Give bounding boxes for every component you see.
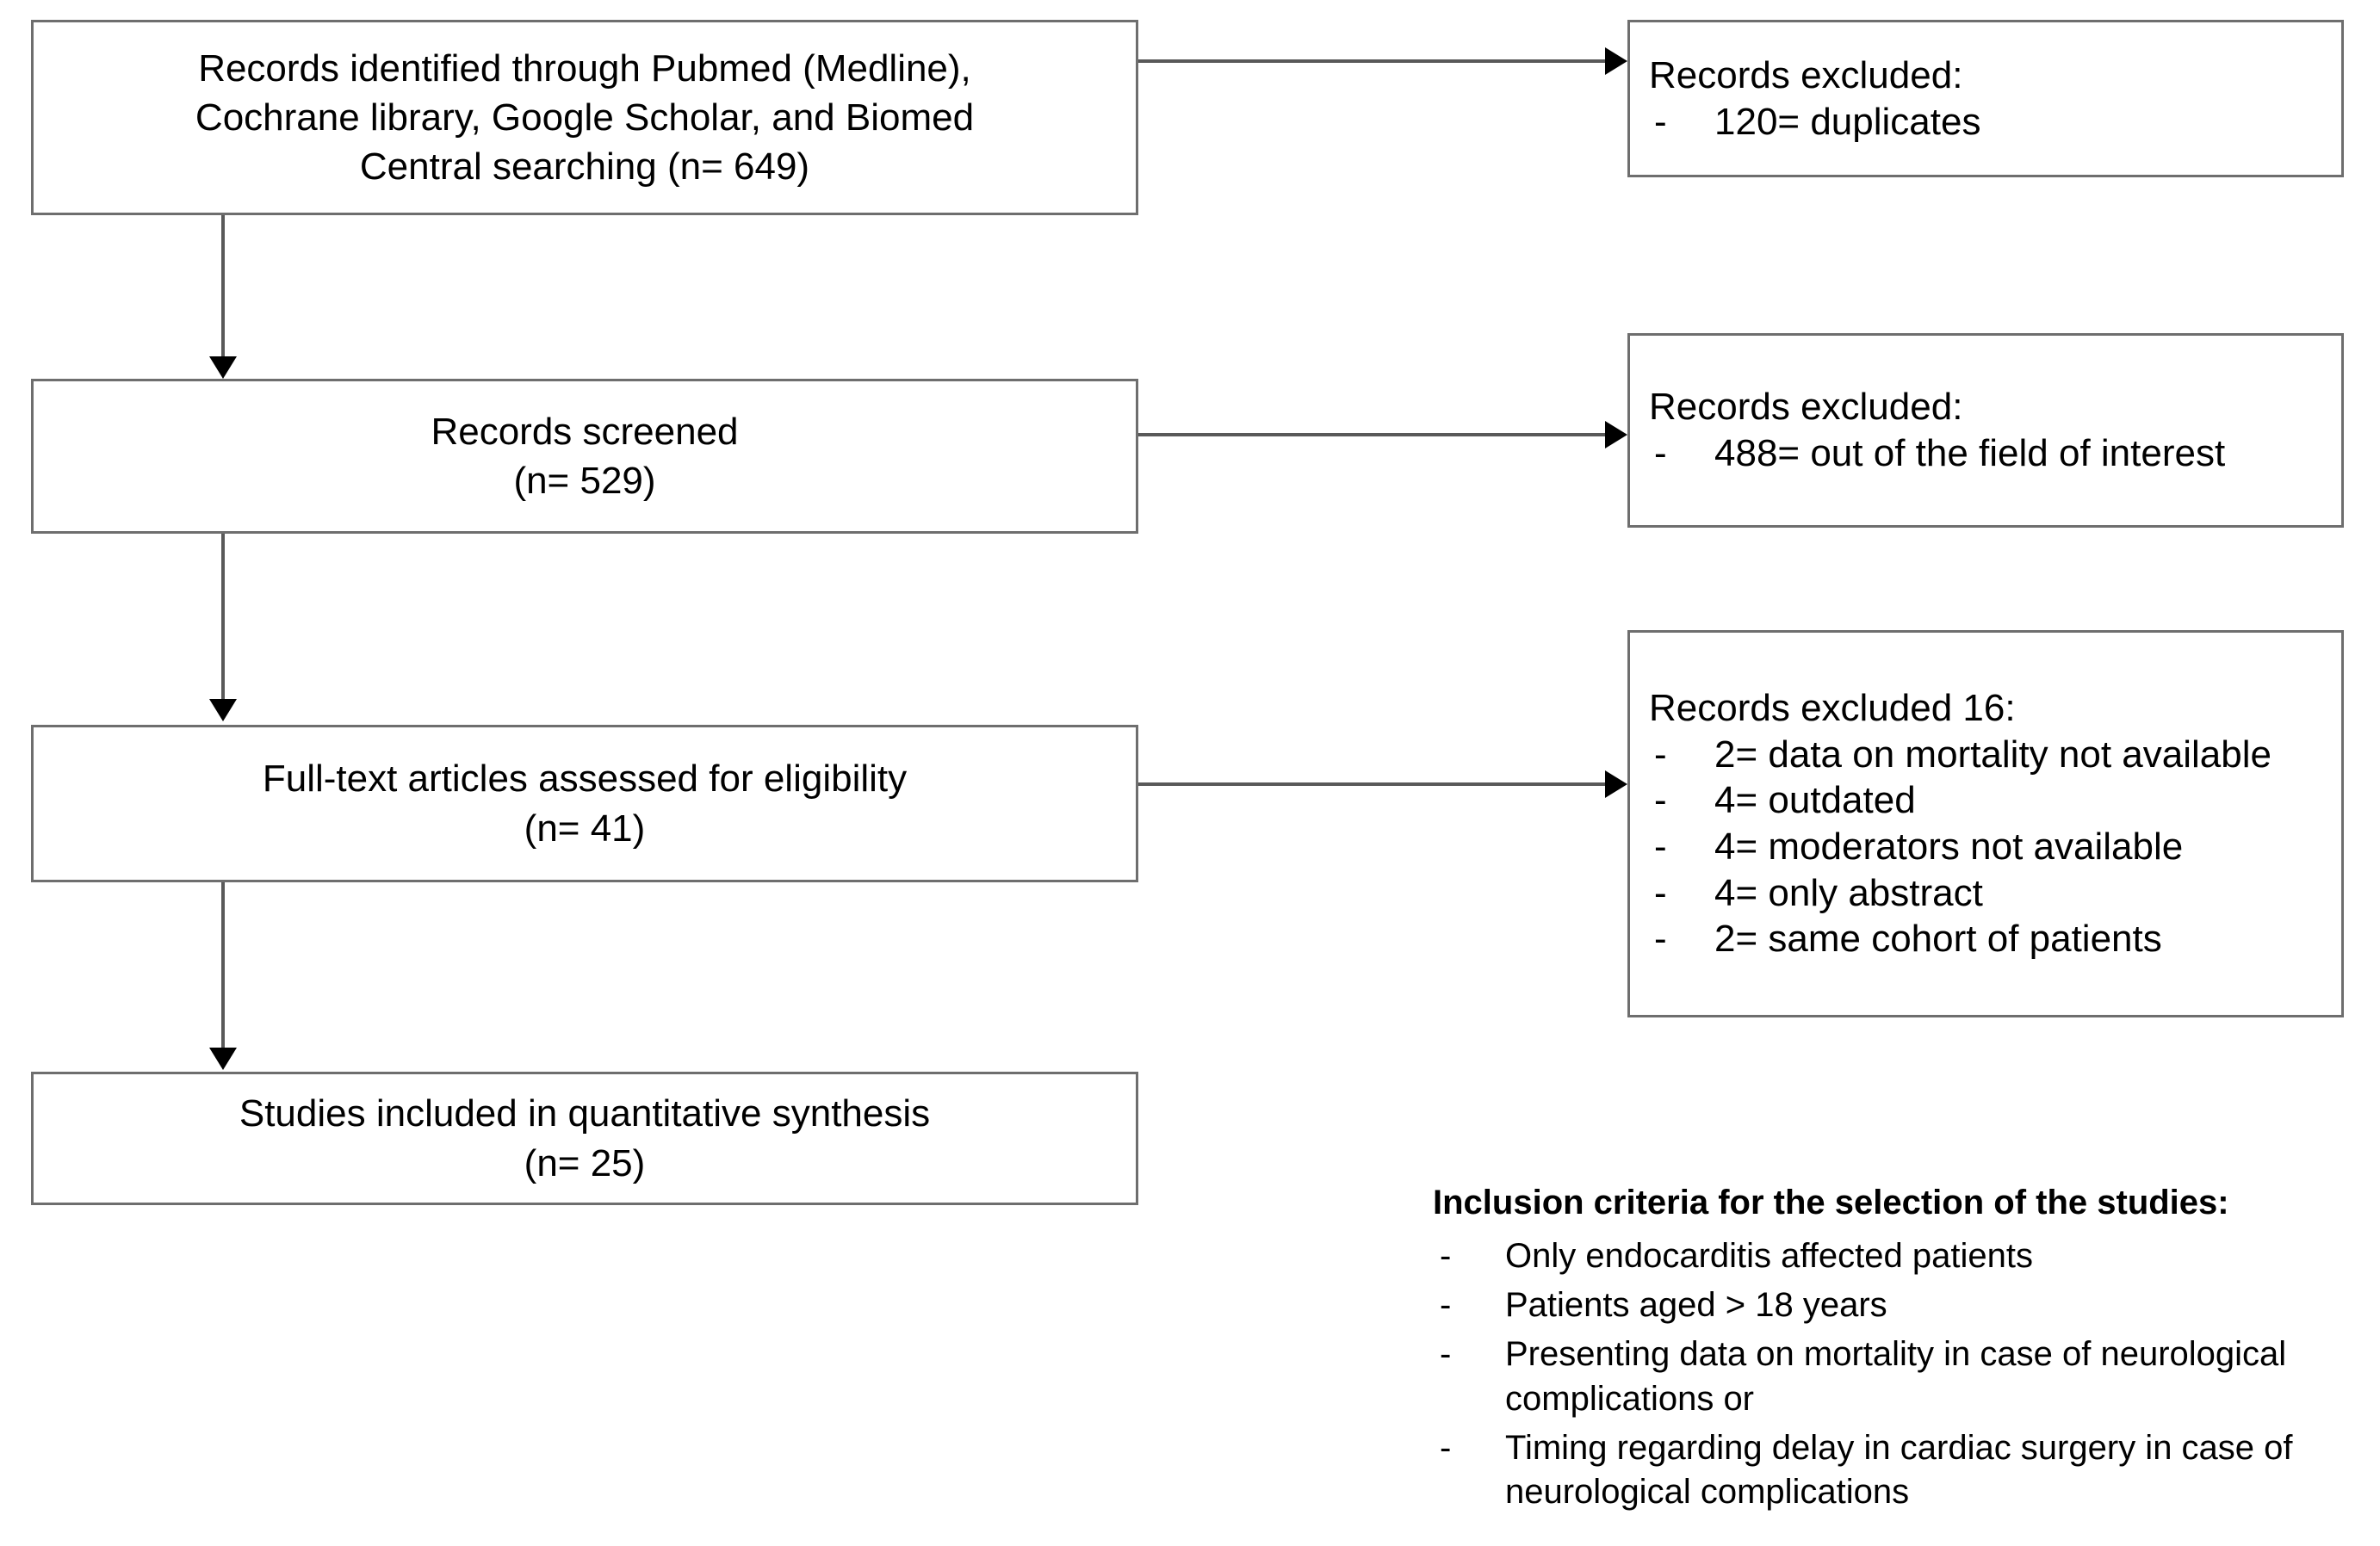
- inclusion-criteria-item-text: Timing regarding delay in cardiac surger…: [1505, 1428, 2293, 1511]
- arrow-down-icon-screened-to-eligibility: [209, 699, 237, 721]
- bullet-dash-icon: -: [1440, 1237, 1452, 1275]
- flow-box-eligibility-text: Full-text articles assessed for eligibil…: [262, 758, 908, 850]
- exclusion-box-out-of-field: Records excluded: - 488= out of the fiel…: [1627, 333, 2344, 528]
- bullet-dash-icon: -: [1654, 779, 1667, 822]
- connector-screened-to-eligibility: [221, 534, 225, 702]
- exclusion-out-of-field-title: Records excluded:: [1649, 386, 1963, 429]
- exclusion-list-item-text: 4= moderators not available: [1714, 826, 2184, 868]
- flow-box-screened: Records screened (n= 529): [31, 379, 1138, 534]
- inclusion-criteria-item: - Timing regarding delay in cardiac surg…: [1433, 1426, 2371, 1514]
- bullet-dash-icon: -: [1440, 1286, 1452, 1325]
- bullet-dash-icon: -: [1654, 100, 1667, 143]
- exclusion-list-item: - 4= moderators not available: [1649, 824, 2329, 870]
- connector-eligibility-to-fulltext-excluded: [1138, 782, 1607, 786]
- exclusion-list-item-text: 4= only abstract: [1714, 871, 1983, 914]
- exclusion-fulltext-title: Records excluded 16:: [1649, 686, 2016, 729]
- bullet-dash-icon: -: [1440, 1335, 1452, 1374]
- exclusion-list-item: - 488= out of the field of interest: [1649, 430, 2329, 477]
- exclusion-duplicates-title: Records excluded:: [1649, 53, 1963, 96]
- exclusion-duplicates-list: - 120= duplicates: [1649, 99, 2329, 145]
- exclusion-list-item: - 4= outdated: [1649, 777, 2329, 824]
- inclusion-criteria-heading: Inclusion criteria for the selection of …: [1433, 1184, 2229, 1221]
- flow-box-identification-text: Records identified through Pubmed (Medli…: [195, 46, 975, 189]
- arrow-down-icon-eligibility-to-included: [209, 1048, 237, 1070]
- bullet-dash-icon: -: [1654, 871, 1667, 914]
- inclusion-criteria-item-text: Only endocarditis affected patients: [1505, 1237, 2033, 1275]
- arrow-right-icon-screened-to-out-of-field: [1605, 421, 1627, 448]
- exclusion-list-item: - 2= data on mortality not available: [1649, 732, 2329, 778]
- flow-box-included: Studies included in quantitative synthes…: [31, 1072, 1138, 1205]
- exclusion-list-item-text: 2= same cohort of patients: [1714, 918, 2162, 961]
- exclusion-list-item: - 120= duplicates: [1649, 99, 2329, 145]
- inclusion-criteria-list: - Only endocarditis affected patients - …: [1433, 1234, 2371, 1514]
- flow-box-eligibility: Full-text articles assessed for eligibil…: [31, 725, 1138, 882]
- exclusion-list-item: - 4= only abstract: [1649, 870, 2329, 917]
- flow-box-included-text: Studies included in quantitative synthes…: [239, 1092, 931, 1184]
- exclusion-list-item-text: 120= duplicates: [1714, 100, 1981, 143]
- inclusion-criteria-item: - Patients aged > 18 years: [1433, 1283, 2371, 1327]
- bullet-dash-icon: -: [1654, 918, 1667, 961]
- connector-eligibility-to-included: [221, 882, 225, 1051]
- arrow-down-icon-identification-to-screened: [209, 356, 237, 379]
- flow-box-screened-text: Records screened (n= 529): [431, 410, 739, 502]
- inclusion-criteria-block: Inclusion criteria for the selection of …: [1433, 1181, 2371, 1519]
- connector-identification-to-duplicates: [1138, 59, 1607, 63]
- exclusion-out-of-field-list: - 488= out of the field of interest: [1649, 430, 2329, 477]
- flow-box-identification: Records identified through Pubmed (Medli…: [31, 20, 1138, 215]
- exclusion-fulltext-list: - 2= data on mortality not available - 4…: [1649, 732, 2329, 962]
- bullet-dash-icon: -: [1440, 1428, 1452, 1467]
- exclusion-list-item: - 2= same cohort of patients: [1649, 916, 2329, 962]
- bullet-dash-icon: -: [1654, 733, 1667, 776]
- inclusion-criteria-item-text: Patients aged > 18 years: [1505, 1286, 1887, 1325]
- exclusion-list-item-text: 4= outdated: [1714, 779, 1916, 822]
- connector-screened-to-out-of-field: [1138, 433, 1607, 436]
- inclusion-criteria-item: - Only endocarditis affected patients: [1433, 1234, 2371, 1278]
- exclusion-list-item-text: 488= out of the field of interest: [1714, 432, 2226, 474]
- exclusion-box-fulltext: Records excluded 16: - 2= data on mortal…: [1627, 630, 2344, 1017]
- bullet-dash-icon: -: [1654, 432, 1667, 474]
- exclusion-box-duplicates: Records excluded: - 120= duplicates: [1627, 20, 2344, 177]
- bullet-dash-icon: -: [1654, 826, 1667, 868]
- arrow-right-icon-identification-to-duplicates: [1605, 47, 1627, 75]
- arrow-right-icon-eligibility-to-fulltext-excluded: [1605, 770, 1627, 798]
- connector-identification-to-screened: [221, 215, 225, 362]
- inclusion-criteria-item: - Presenting data on mortality in case o…: [1433, 1333, 2371, 1420]
- inclusion-criteria-item-text: Presenting data on mortality in case of …: [1505, 1335, 2287, 1418]
- exclusion-list-item-text: 2= data on mortality not available: [1714, 733, 2272, 776]
